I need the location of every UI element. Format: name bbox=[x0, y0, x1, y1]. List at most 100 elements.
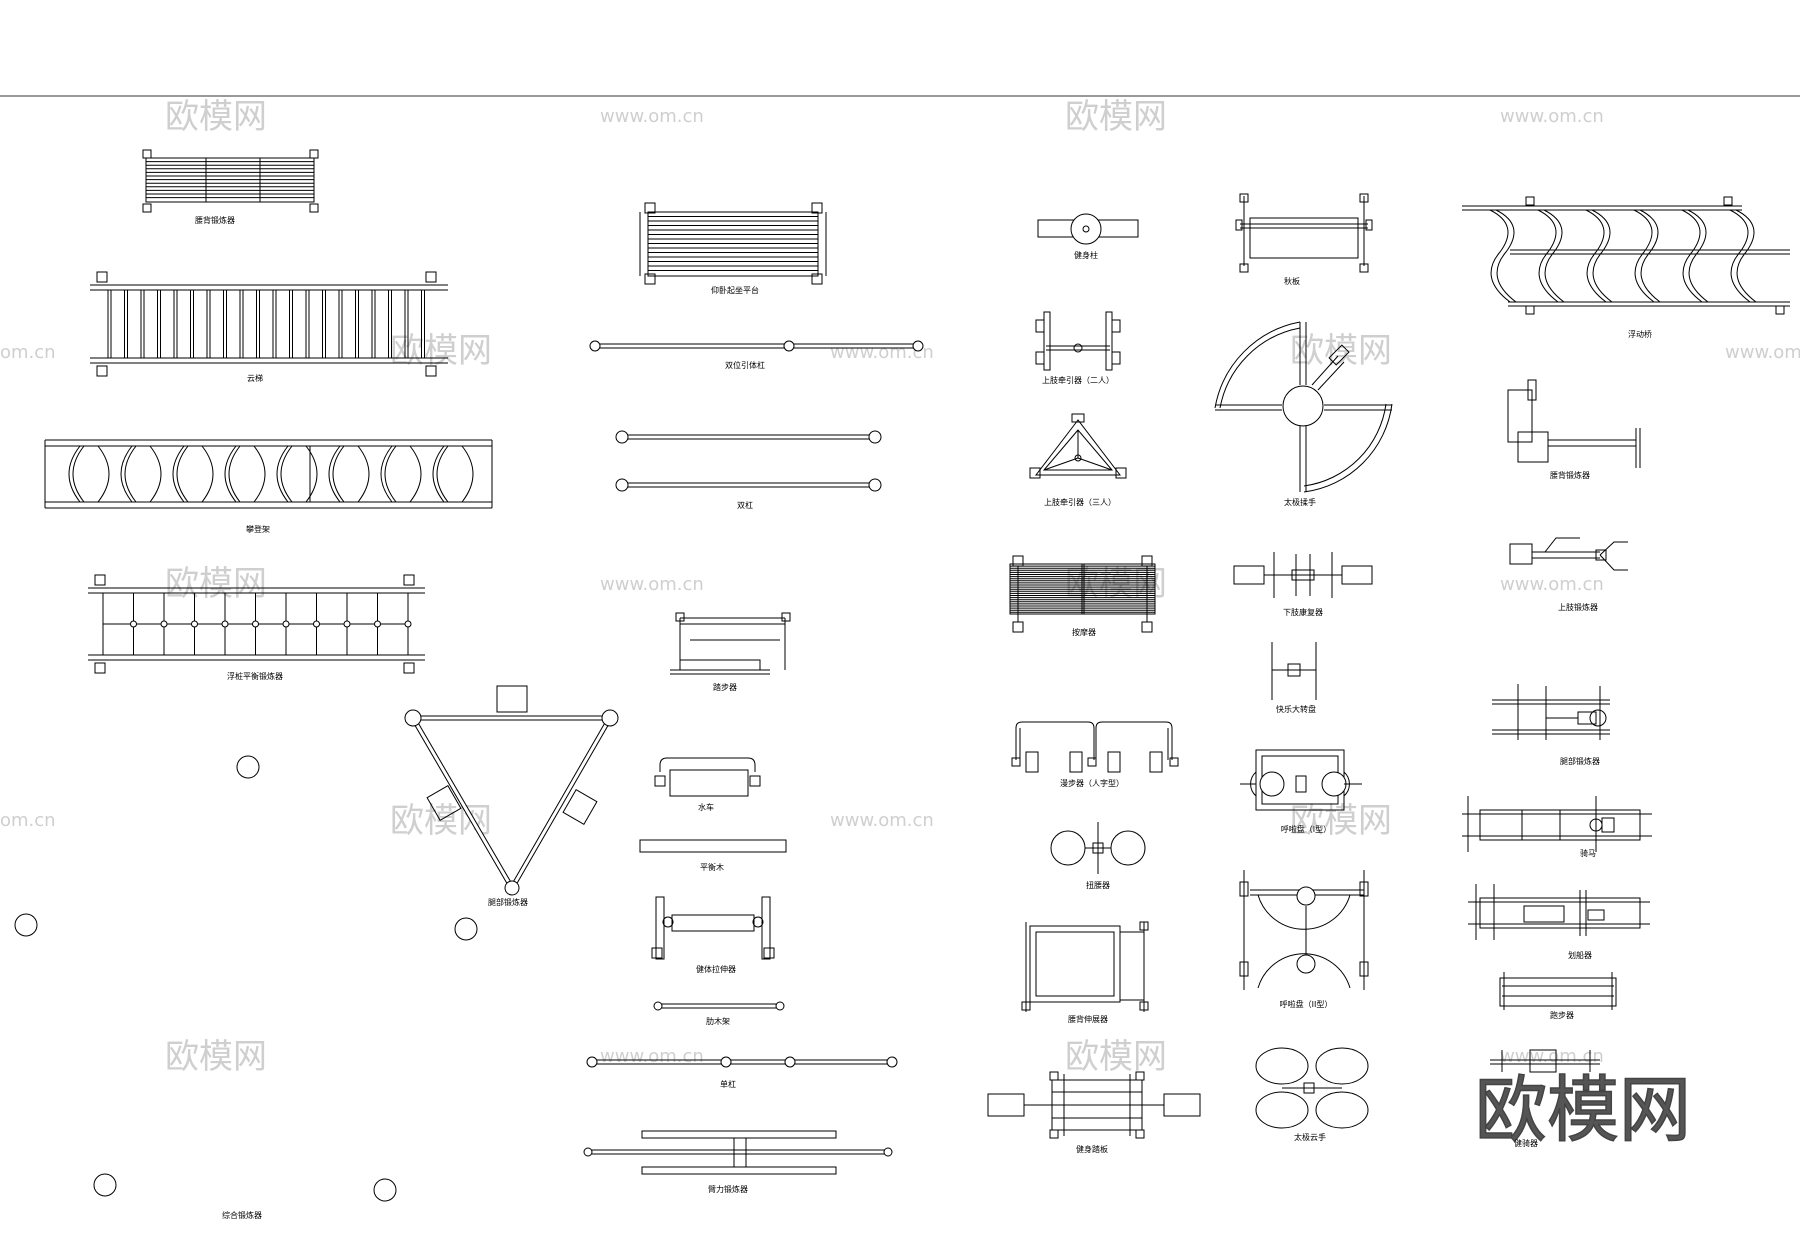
label-parallel-bars: 双杠 bbox=[737, 500, 753, 510]
climbing-arc bbox=[228, 445, 241, 503]
climbing-arc bbox=[432, 445, 445, 503]
watermark-brand: 欧模网 bbox=[165, 564, 267, 604]
equip-arm-trainer: 臂力锻炼器 bbox=[583, 1130, 893, 1194]
climbing-arc bbox=[328, 445, 341, 503]
label-taichi-wheel: 太极揉手 bbox=[1284, 497, 1316, 507]
climbing-arc bbox=[176, 445, 189, 503]
balance-post-node bbox=[313, 620, 320, 628]
climbing-arc bbox=[172, 445, 185, 503]
climbing-arc bbox=[305, 445, 318, 503]
bridge-wave bbox=[1729, 209, 1751, 303]
watermark-brand: 欧模网 bbox=[390, 331, 492, 371]
label-balance-beam: 平衡木 bbox=[700, 862, 724, 872]
equip-upper-puller-2: 上肢牵引器（二人） bbox=[1035, 311, 1121, 385]
watermark-url: www.om.cn bbox=[600, 106, 704, 127]
watermark-brand: 欧模网 bbox=[1065, 97, 1167, 137]
label-double-pull-bar: 双位引体杠 bbox=[725, 360, 765, 370]
bridge-wave bbox=[1543, 209, 1565, 303]
equip-lower-limb-rehab: 下肢康复器 bbox=[1233, 552, 1373, 617]
label-leg-press: 腿部锻炼器 bbox=[488, 897, 528, 907]
equip-back-massager: 按摩器 bbox=[1009, 555, 1156, 637]
climbing-arc bbox=[149, 445, 162, 503]
climbing-arc bbox=[253, 445, 266, 503]
equip-rider: 骑马 bbox=[1462, 796, 1652, 858]
watermark-brand: 欧模网 bbox=[165, 1037, 267, 1077]
equip-swing-board: 秋板 bbox=[1235, 193, 1373, 286]
label-rider: 骑马 bbox=[1580, 848, 1596, 858]
watermark-brand: 欧模网 bbox=[390, 801, 492, 841]
label-sit-up-platform: 仰卧起坐平台 bbox=[711, 285, 759, 295]
bridge-wave bbox=[1591, 209, 1613, 303]
label-leg-stretcher: 健体拉伸器 bbox=[696, 964, 736, 974]
equip-taichi-wheel: 太极揉手 bbox=[1214, 321, 1393, 507]
label-stepper: 踏步器 bbox=[713, 682, 737, 692]
equip-walker-v: 漫步器（人字型） bbox=[1011, 721, 1179, 788]
equip-stepper: 踏步器 bbox=[670, 612, 791, 692]
watermark-url: www.om.cn bbox=[1500, 574, 1604, 595]
label-leg-stretch-trainer: 腿部锻炼器 bbox=[1560, 756, 1600, 766]
label-rotator: 扭腰器 bbox=[1086, 880, 1110, 890]
label-combo-trainer: 综合锻炼器 bbox=[222, 1210, 262, 1220]
watermark-url: www.om.cn bbox=[830, 810, 934, 831]
label-waist-trainer: 腰背锻炼器 bbox=[195, 215, 235, 225]
equip-combo-trainer: 综合锻炼器 bbox=[14, 755, 478, 1220]
climbing-arc bbox=[72, 445, 85, 503]
equip-taichi-hands: 太极云手 bbox=[1255, 1047, 1369, 1142]
equip-rock-back: 腰背伸展器 bbox=[1021, 921, 1149, 1024]
bridge-wave bbox=[1537, 209, 1559, 303]
label-cloud-ladder: 云梯 bbox=[247, 373, 263, 383]
label-balance-trainer: 浮桩平衡锻炼器 bbox=[227, 671, 283, 681]
equip-balance-trainer: 浮桩平衡锻炼器 bbox=[88, 574, 425, 681]
equip-rowing: 划船器 bbox=[1468, 884, 1650, 960]
climbing-arc bbox=[384, 445, 397, 503]
balance-post-node bbox=[374, 620, 381, 628]
equip-climbing-frame: 攀登架 bbox=[44, 439, 493, 534]
climbing-arc bbox=[280, 445, 293, 503]
equip-walking-bridge: 浮动桥 bbox=[1462, 196, 1790, 339]
balance-post-node bbox=[252, 620, 259, 628]
equip-cloud-ladder: 云梯 bbox=[90, 271, 448, 383]
label-back-trainer: 腰背锻炼器 bbox=[1550, 470, 1590, 480]
label-waist-twister-2: 呼啦盘（II型） bbox=[1280, 999, 1333, 1009]
climbing-arc bbox=[97, 445, 110, 503]
bridge-wave bbox=[1639, 209, 1661, 303]
climbing-arc bbox=[380, 445, 393, 503]
bridge-wave bbox=[1489, 209, 1511, 303]
bridge-wave bbox=[1633, 209, 1655, 303]
label-bench: 肋木架 bbox=[706, 1016, 730, 1026]
climbing-arc bbox=[68, 445, 81, 503]
label-cycle: 健骑器 bbox=[1514, 1138, 1538, 1148]
equip-fitness-column: 健身柱 bbox=[1037, 213, 1139, 260]
label-taichi-hands: 太极云手 bbox=[1294, 1132, 1326, 1142]
equip-horizontal-bar: 单杠 bbox=[586, 1056, 898, 1089]
equip-waist-trainer: 腰背锻炼器 bbox=[142, 149, 319, 225]
equip-waist-twister-1: 呼啦盘（I型） bbox=[1240, 749, 1362, 834]
watermark-url: om.cn bbox=[0, 342, 56, 363]
watermark-brand: 欧模网 bbox=[165, 97, 267, 137]
bridge-wave bbox=[1681, 209, 1703, 303]
watermark-url: www.om.cn bbox=[1500, 106, 1604, 127]
label-waist-twister-1: 呼啦盘（I型） bbox=[1281, 824, 1331, 834]
label-rowing: 划船器 bbox=[1568, 950, 1592, 960]
watermark-brand: 欧模网 bbox=[1290, 801, 1392, 841]
watermark-url: om.cn bbox=[0, 810, 56, 831]
label-walker-v: 漫步器（人字型） bbox=[1060, 778, 1124, 788]
label-health-pedal: 健身踏板 bbox=[1076, 1144, 1108, 1154]
equip-balance-beam: 平衡木 bbox=[639, 839, 787, 872]
watermark-layer: 欧模网 www.om.cn 欧模网 www.om.cn om.cn 欧模网 ww… bbox=[0, 97, 1800, 1153]
label-horizontal-bar: 单杠 bbox=[720, 1079, 736, 1089]
equip-cycle: 健骑器 bbox=[1490, 1049, 1600, 1148]
climbing-arc bbox=[332, 445, 345, 503]
balance-post-node bbox=[282, 620, 290, 628]
equip-bench: 肋木架 bbox=[653, 1001, 785, 1026]
equip-leg-stretcher: 健体拉伸器 bbox=[651, 896, 775, 974]
label-upper-puller-2: 上肢牵引器（二人） bbox=[1042, 375, 1114, 385]
label-fitness-column: 健身柱 bbox=[1074, 250, 1098, 260]
balance-post-node bbox=[343, 620, 351, 628]
label-lower-limb-rehab: 下肢康复器 bbox=[1283, 607, 1323, 617]
bridge-wave bbox=[1687, 209, 1709, 303]
watermark-url: www.om.cn bbox=[1500, 1046, 1604, 1067]
equip-water-wheel: 水车 bbox=[654, 757, 761, 812]
watermark-brand: 欧模网 bbox=[1065, 1037, 1167, 1077]
